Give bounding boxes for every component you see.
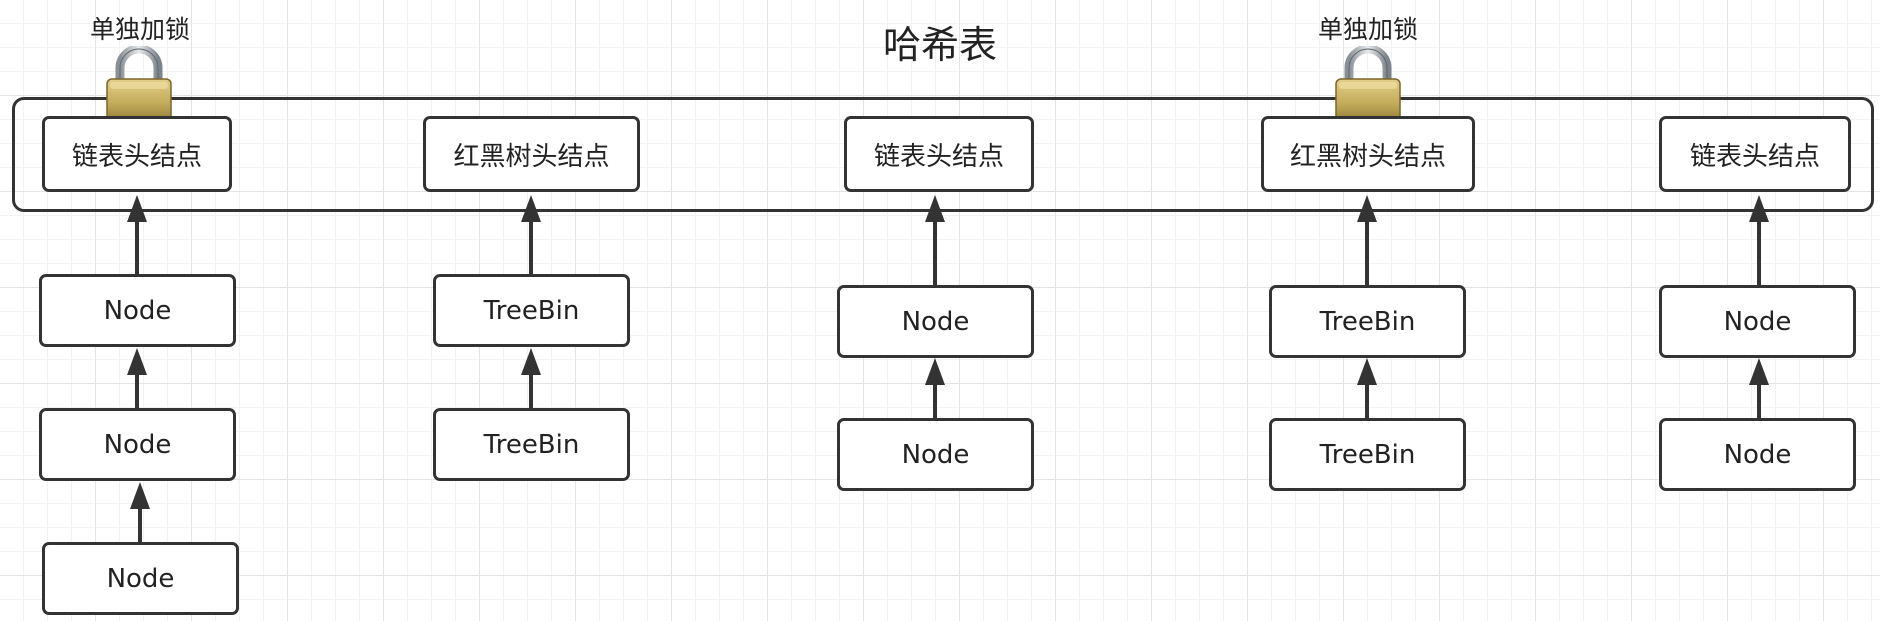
arrowhead-b2-n2 [521,348,541,375]
bucket-4-node-1: TreeBin [1269,285,1466,358]
padlock-icon [106,46,172,124]
arrowhead-b1-n3 [130,482,150,509]
arrowhead-b4-n2 [1357,358,1377,385]
bucket-2-node-2: TreeBin [433,408,630,481]
bucket-1-node-1: Node [39,274,236,347]
bucket-2-head-node: 红黑树头结点 [423,116,640,192]
bucket-5-head-node: 链表头结点 [1659,116,1851,192]
bucket-1-node-2: Node [39,408,236,481]
bucket-5-node-1: Node [1659,285,1856,358]
padlock-icon [1335,46,1401,124]
bucket-4-node-2: TreeBin [1269,418,1466,491]
arrowhead-b1-n2 [127,348,147,375]
bucket-1-head-node: 链表头结点 [42,116,232,192]
lock-label-bucket-4: 单独加锁 [1317,15,1418,44]
diagram-title: 哈希表 [882,23,997,67]
bucket-2-node-1: TreeBin [433,274,630,347]
bucket-4-head-node: 红黑树头结点 [1261,116,1475,192]
bucket-1-node-3: Node [42,542,239,615]
arrowhead-b3-n2 [925,358,945,385]
arrowhead-b5-n2 [1749,358,1769,385]
bucket-3-node-2: Node [837,418,1034,491]
lock-label-bucket-1: 单独加锁 [89,15,190,44]
bucket-3-node-1: Node [837,285,1034,358]
bucket-5-node-2: Node [1659,418,1856,491]
bucket-3-head-node: 链表头结点 [844,116,1034,192]
